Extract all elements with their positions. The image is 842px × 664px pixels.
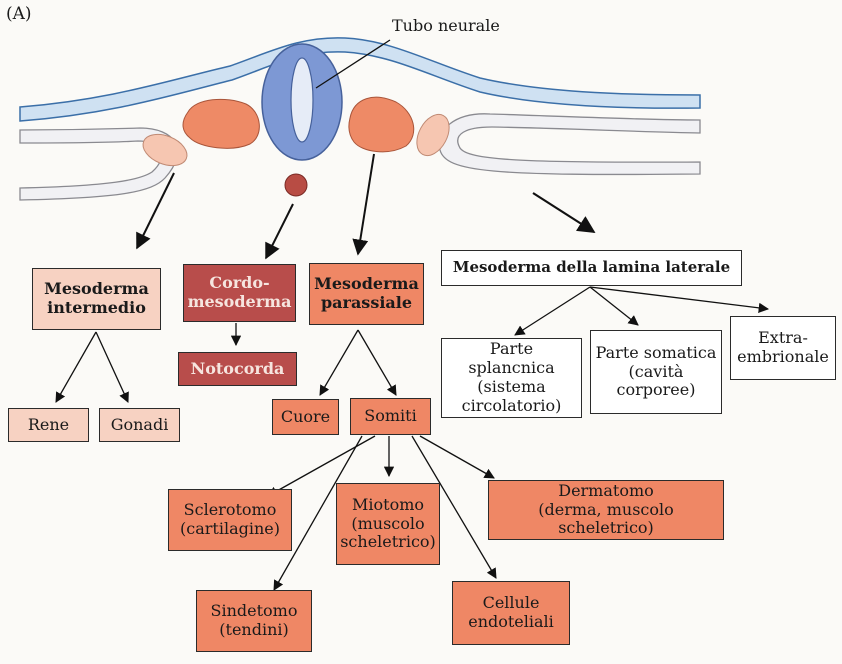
arrow-somiti <box>358 330 396 395</box>
box-dermatomo: Dermatomo (derma, muscolo scheletrico) <box>488 480 724 540</box>
arrow-gonadi <box>96 332 128 402</box>
arrow-splanchnic <box>515 287 590 335</box>
box-cuore: Cuore <box>272 399 339 435</box>
arrow-cuore <box>320 330 358 395</box>
box-mesoderma-lamina-laterale: Mesoderma della lamina laterale <box>441 250 742 286</box>
right-lateral-plate <box>439 114 700 175</box>
box-gonadi: Gonadi <box>99 408 180 442</box>
arrow-dermatomo <box>420 436 494 478</box>
arrow-lateral <box>533 193 594 232</box>
box-mesoderma-parassiale: Mesoderma parassiale <box>309 263 424 325</box>
box-parte-splancnica: Parte splancnica (sistema circolatorio) <box>441 338 582 418</box>
box-cordo-mesoderma: Cordo- mesoderma <box>183 264 296 322</box>
left-somite <box>183 99 259 148</box>
arrow-somatic <box>590 287 638 325</box>
right-somite <box>349 97 414 152</box>
box-somiti: Somiti <box>350 398 431 435</box>
box-mesoderma-intermedio: Mesoderma intermedio <box>32 268 161 330</box>
neural-tube-label: Tubo neurale <box>392 16 500 35</box>
box-rene: Rene <box>8 408 89 442</box>
box-extra-embrionale: Extra- embrionale <box>730 316 836 380</box>
box-cellule-endoteliali: Cellule endoteliali <box>452 581 570 645</box>
arrow-extra <box>590 287 768 309</box>
arrow-cordo <box>266 204 293 258</box>
box-miotomo: Miotomo (muscolo scheletrico) <box>336 483 440 565</box>
arrow-rene <box>56 332 96 402</box>
notochord-circle <box>285 174 307 196</box>
box-sclerotomo: Sclerotomo (cartilagine) <box>168 489 292 551</box>
neural-tube <box>262 44 342 160</box>
arrow-paraxial <box>358 154 374 254</box>
box-notocorda: Notocorda <box>178 352 297 386</box>
box-sindetomo: Sindetomo (tendini) <box>196 590 312 652</box>
box-parte-somatica: Parte somatica (cavità corporee) <box>590 330 722 414</box>
